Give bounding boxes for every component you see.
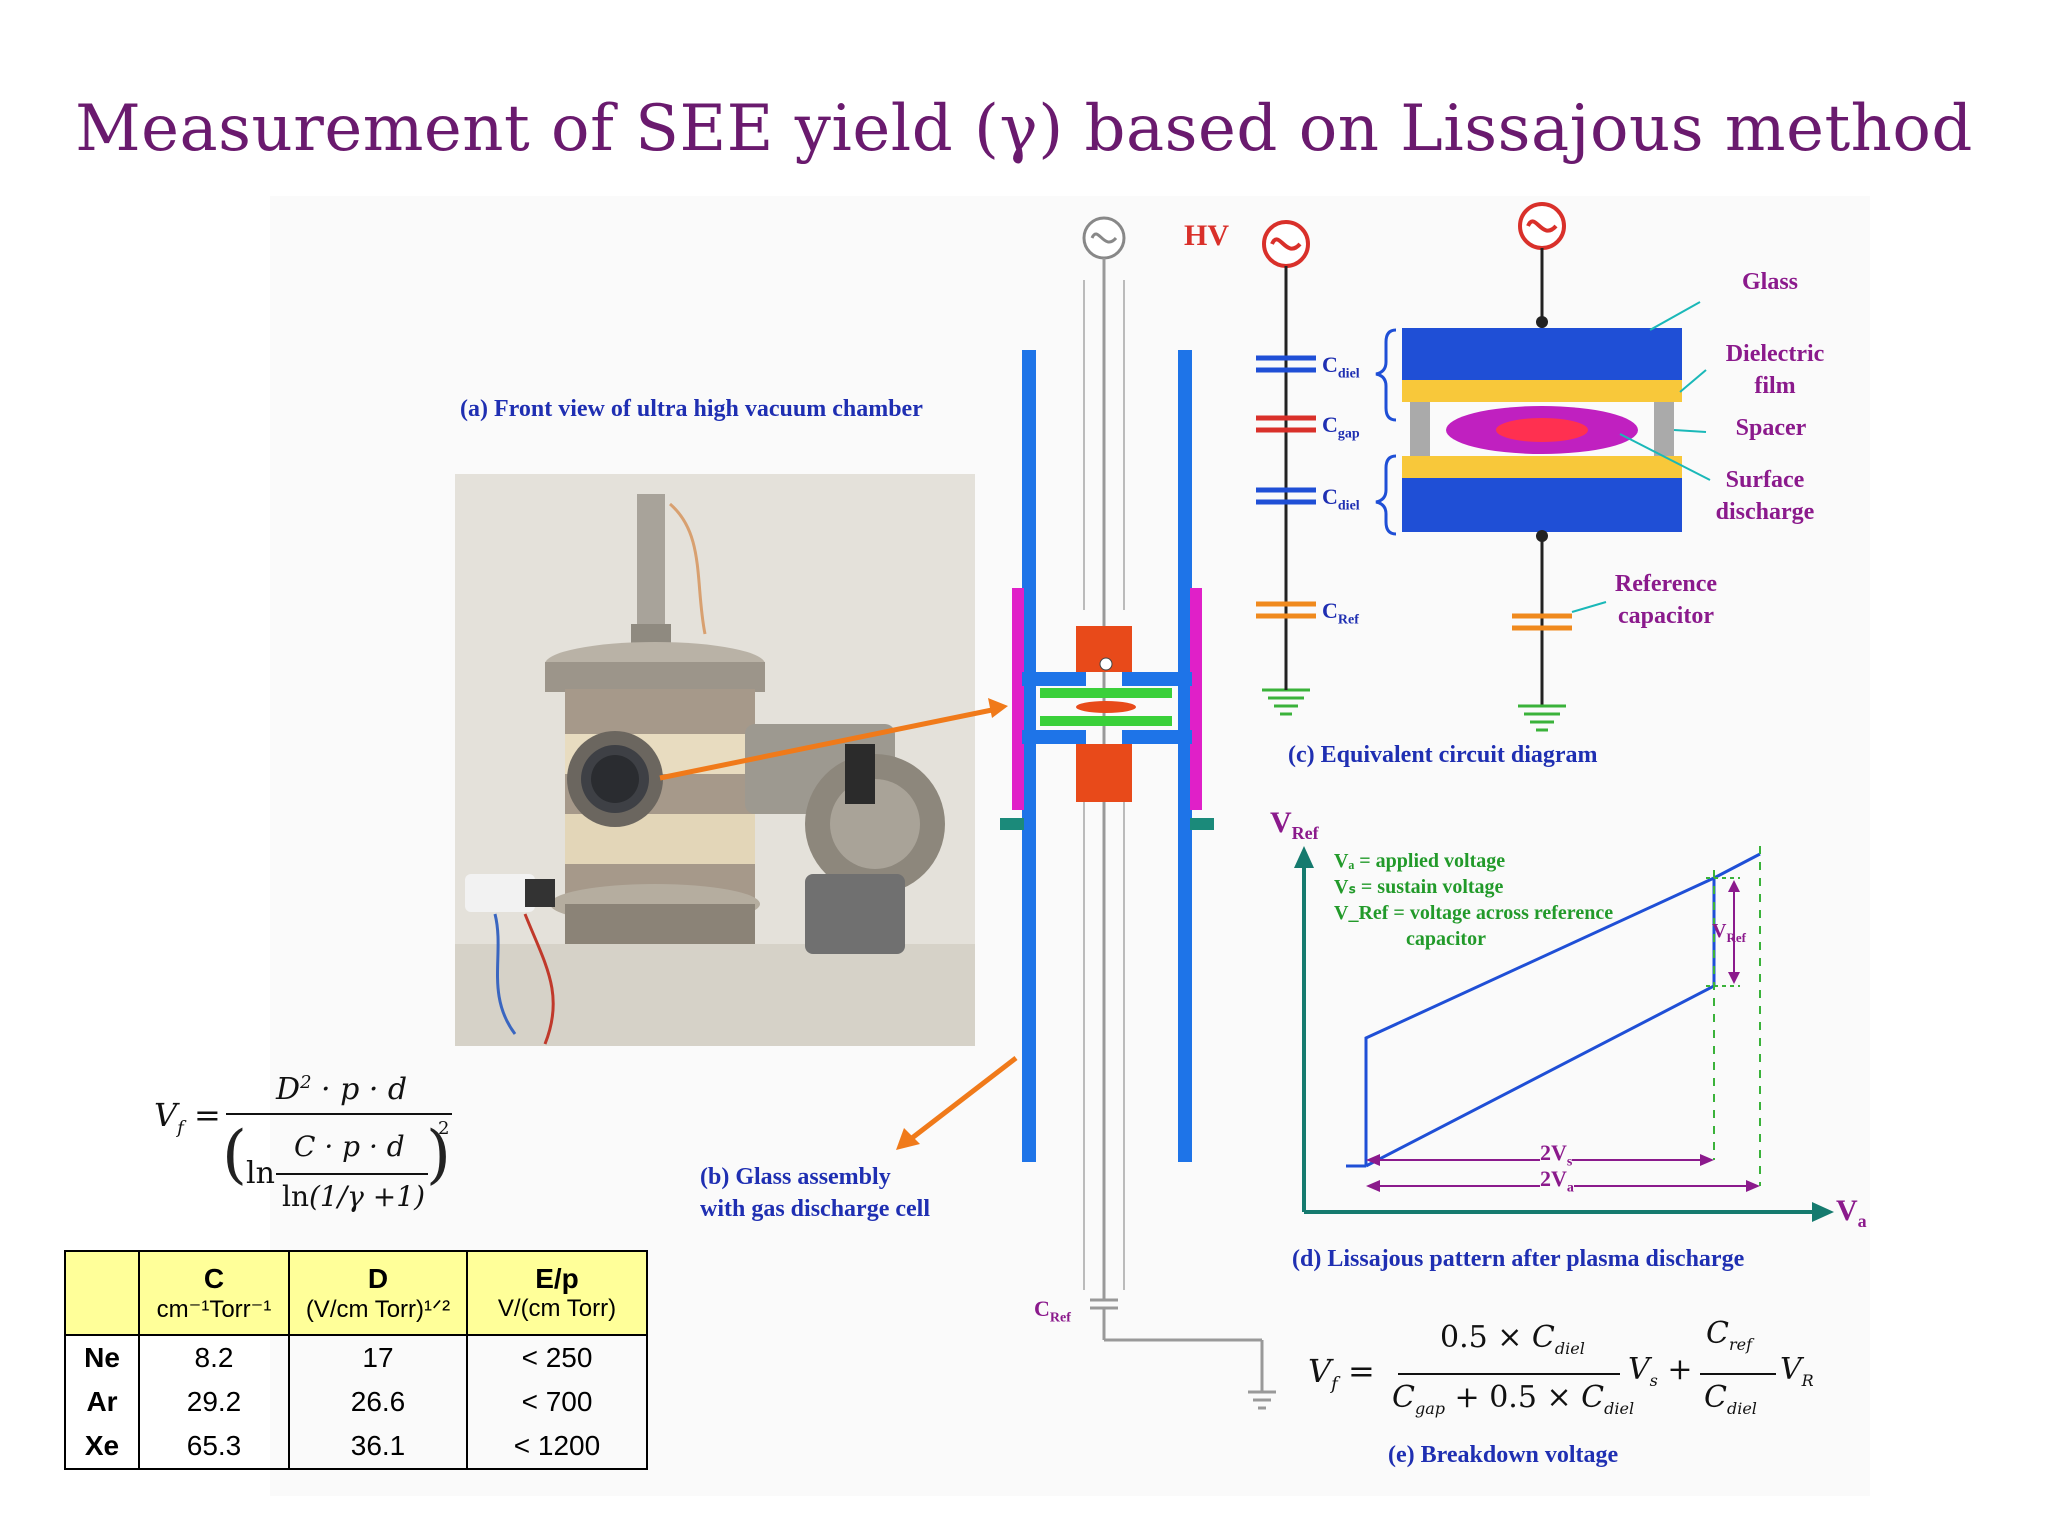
vacuum-chamber-photo <box>455 474 975 1046</box>
arrow-photo-to-tube <box>659 698 1008 781</box>
legend-va: Vₐ = applied voltage <box>1334 850 1506 872</box>
surface-label-2: discharge <box>1715 499 1815 525</box>
caption-b-line2: with gas discharge cell <box>700 1196 930 1222</box>
surface-label-1: Surface <box>1725 467 1805 493</box>
caption-e: (e) Breakdown voltage <box>1388 1442 1619 1468</box>
c-diel-top: Cdiel <box>1322 352 1360 382</box>
c-ref-bottom: CRef <box>1034 1296 1071 1326</box>
caption-a: (a) Front view of ultra high vacuum cham… <box>460 396 923 422</box>
ac-source-tube-icon <box>1082 216 1126 260</box>
arrow-to-caption-b <box>896 1056 1018 1150</box>
formula-vf-lines <box>226 1113 1776 1375</box>
two-vs-label: 2Vs <box>1540 1140 1573 1171</box>
legend-vref: V_Ref = voltage across reference <box>1334 902 1614 924</box>
reference-label-2: capacitor <box>1618 603 1714 629</box>
y-axis-label: VRef <box>1270 806 1319 843</box>
ground-icon-bottom <box>1248 1390 1276 1410</box>
circuit-cell <box>1402 202 1711 732</box>
lissajous-legend: Vₐ = applied voltage Vₛ = sustain voltag… <box>1334 848 1613 952</box>
table-row: Xe 65.3 36.1 < 1200 <box>64 1424 648 1470</box>
c-ref: CRef <box>1322 598 1359 628</box>
discharge-cell <box>1040 626 1172 802</box>
dielectric-label-2: film <box>1754 373 1796 399</box>
table-row: Ar 29.2 26.6 < 700 <box>64 1380 648 1424</box>
table-row: Ne 8.2 17 < 250 <box>64 1335 648 1380</box>
hv-label: HV <box>1184 219 1229 252</box>
col-d: D(V/cm Torr)¹ᐟ² <box>288 1250 468 1336</box>
glass-label: Glass <box>1741 269 1798 295</box>
two-va-label: 2Va <box>1540 1166 1574 1197</box>
caption-b-line1: (b) Glass assembly <box>700 1164 891 1190</box>
c-diel-bottom: Cdiel <box>1322 484 1360 514</box>
caption-c: (c) Equivalent circuit diagram <box>1288 742 1598 768</box>
legend-vs: Vₛ = sustain voltage <box>1334 876 1504 898</box>
c-gap: Cgap <box>1322 412 1360 442</box>
spacer-label: Spacer <box>1735 415 1807 441</box>
dielectric-label-1: Dielectric <box>1725 341 1825 367</box>
slide-title: Measurement of SEE yield (γ) based on Li… <box>75 92 1973 166</box>
vref-marker-label: VRef <box>1712 920 1746 945</box>
caption-d: (d) Lissajous pattern after plasma disch… <box>1292 1246 1745 1272</box>
reference-label-1: Reference <box>1614 571 1718 597</box>
circuit-left <box>1256 220 1397 716</box>
x-axis-label: Va <box>1836 1194 1867 1231</box>
glass-tube <box>1000 350 1214 1162</box>
legend-vref-2: capacitor <box>1406 928 1486 950</box>
